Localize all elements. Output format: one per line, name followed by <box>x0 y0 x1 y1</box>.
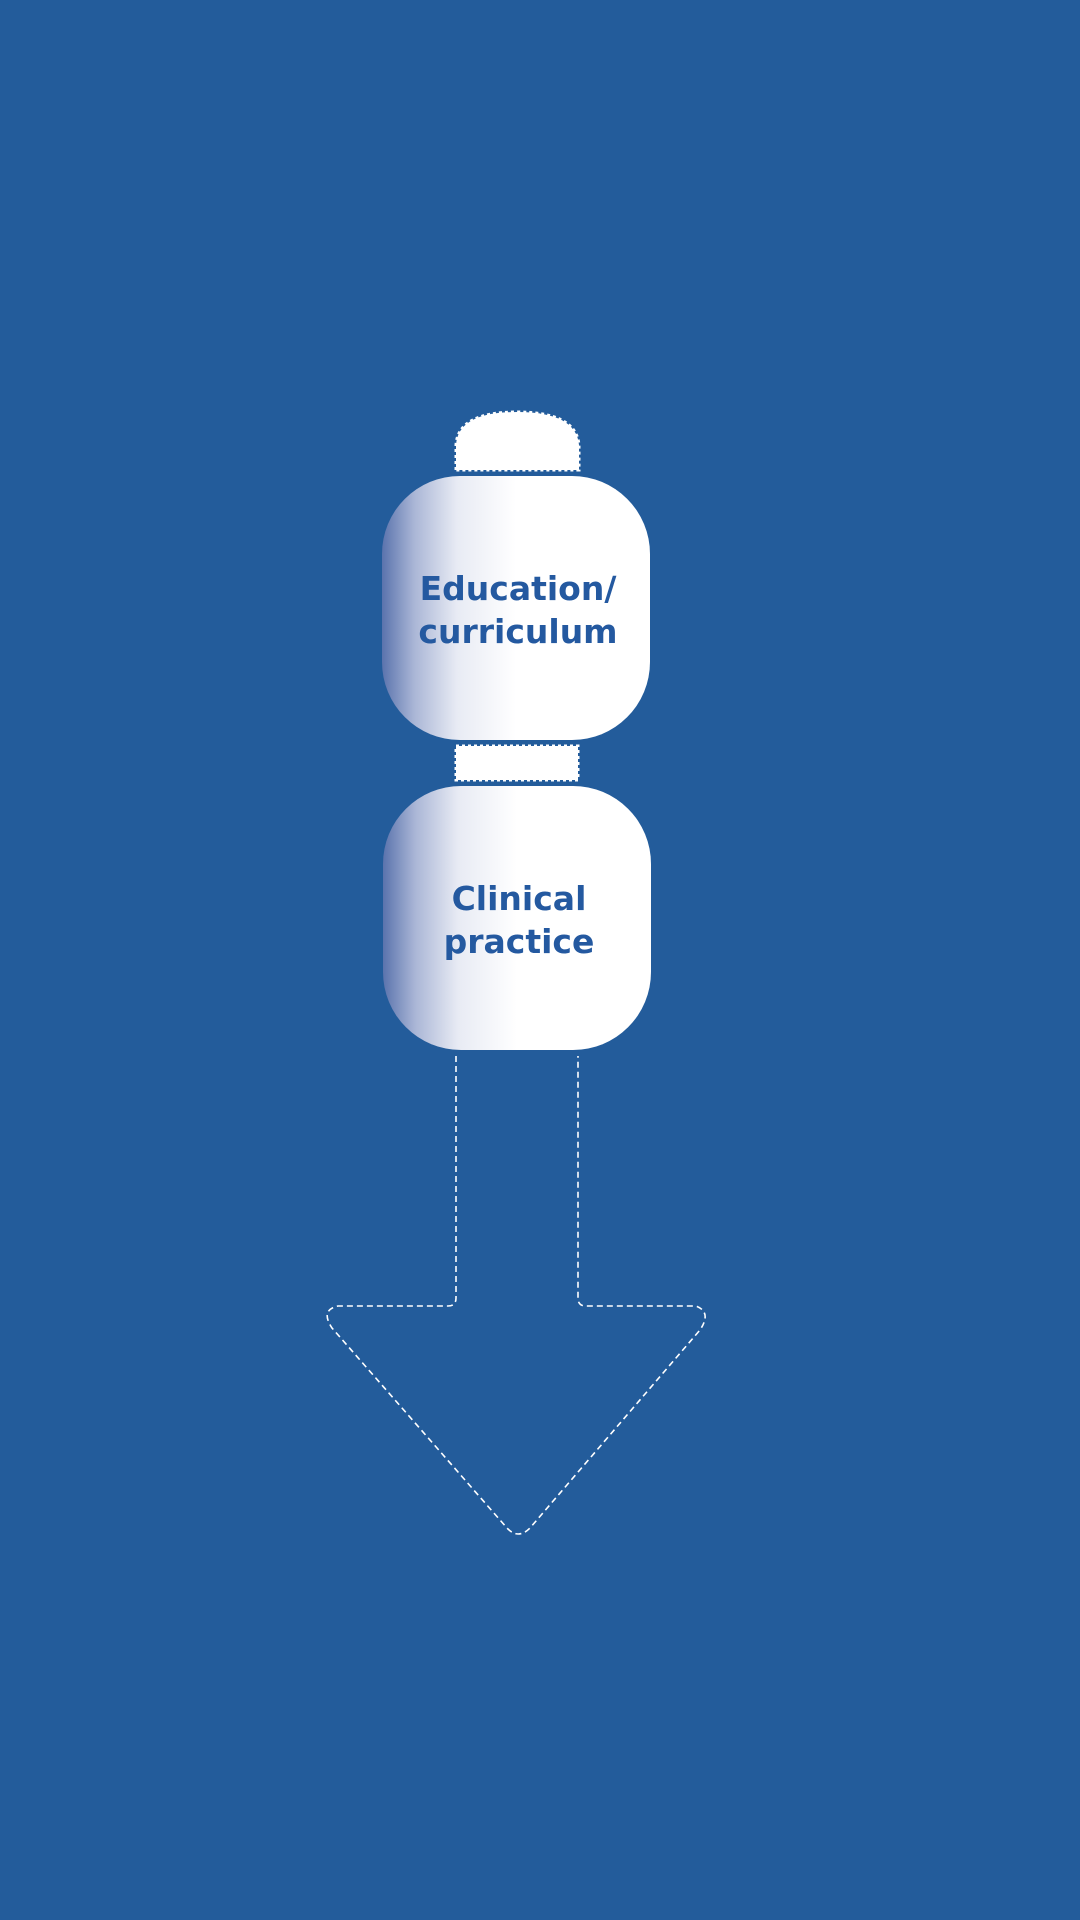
clinical-box-line-1: Clinical <box>452 879 587 918</box>
education-box-line-2: curriculum <box>418 612 617 651</box>
clinical-box: Clinical practice <box>383 786 651 1050</box>
education-box-line-1: Education/ <box>420 569 618 608</box>
education-box: Education/ curriculum <box>382 476 650 740</box>
top-connector-cap <box>454 410 581 472</box>
middle-connector <box>454 744 580 782</box>
down-arrow-outline <box>326 1056 706 1535</box>
clinical-box-line-2: practice <box>444 922 595 961</box>
